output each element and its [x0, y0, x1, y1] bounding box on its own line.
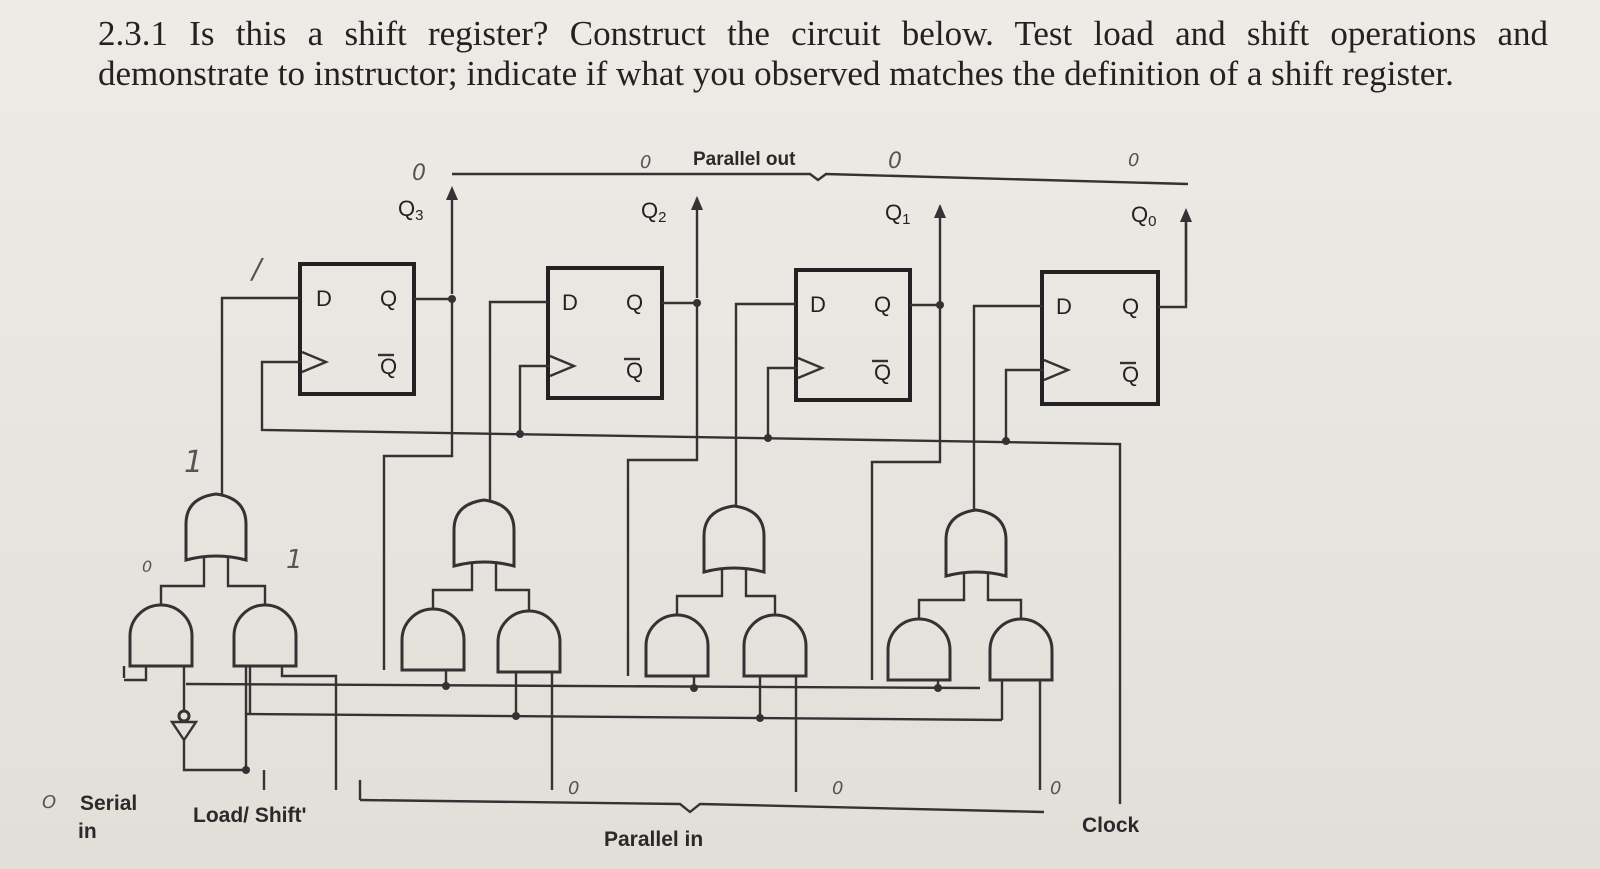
or-gate-0: [944, 508, 1008, 578]
svg-text:Q1: Q1: [885, 200, 910, 228]
svg-text:Q: Q: [380, 354, 397, 379]
clock-label: Clock: [1082, 814, 1140, 837]
heading-line-2: demonstrate to instructor; indicate if w…: [98, 54, 1454, 93]
svg-text:D: D: [810, 292, 826, 317]
svg-text:D: D: [1056, 294, 1072, 319]
svg-text:Q: Q: [626, 358, 643, 383]
q-feed-wires: [414, 222, 1188, 309]
and-gate-2b: [496, 609, 562, 674]
and-to-or-wires: [159, 556, 1023, 619]
or-gate-2: [452, 498, 516, 568]
svg-text:D: D: [316, 286, 332, 311]
and-gate-0b: [988, 617, 1054, 682]
and-gate-2a: [400, 607, 466, 672]
and-gate-1a: [644, 613, 710, 678]
svg-text:D: D: [562, 290, 578, 315]
and-gate-3a: [128, 603, 194, 668]
handwritten-out1: 0: [888, 149, 902, 174]
svg-text:Q: Q: [874, 360, 891, 385]
svg-text:Q: Q: [1122, 362, 1139, 387]
serial-in-wire: [124, 666, 148, 682]
output-arrows: [446, 186, 1192, 302]
flip-flop-2: D Q Q: [546, 266, 664, 400]
serial-mark: O: [42, 792, 56, 813]
q1-output-label: Q1: [885, 200, 910, 228]
parallel-input-wires: [280, 666, 1042, 792]
shift-path-wires: [382, 299, 942, 680]
parallel-out-brace: [452, 172, 1189, 186]
flip-flop-1: D Q Q: [794, 268, 912, 402]
flip-flop-3: D Q Q: [298, 262, 416, 396]
and-gate-0a: [886, 617, 952, 682]
parallel-out-label: Parallel out: [693, 149, 796, 170]
serial-in-label-1: Serial: [80, 792, 137, 815]
handwritten-out2: 0: [640, 152, 651, 173]
handwritten-in3: 0: [568, 778, 579, 799]
and-gate-1b: [742, 613, 808, 678]
parallel-in-label: Parallel in: [604, 828, 703, 851]
load-shift-label: Load/ Shift': [193, 804, 306, 827]
and-gate-3b: [232, 603, 298, 668]
q0-output-label: Q0: [1131, 202, 1156, 230]
svg-text:Q3: Q3: [398, 196, 423, 224]
handwritten-stray-3: 1: [286, 545, 303, 575]
handwritten-out0: 0: [1128, 150, 1139, 171]
handwritten-stray-2: 1: [184, 445, 203, 480]
control-lines: [122, 666, 1004, 790]
handwritten-stray-1: /: [249, 252, 264, 285]
q2-output-label: Q2: [641, 198, 666, 226]
or-gate-1: [702, 504, 766, 574]
serial-in-label-2: in: [78, 820, 97, 843]
svg-text:Q: Q: [380, 286, 397, 311]
q3-output-label: Q3: [398, 196, 423, 224]
heading-line-1: 2.3.1 Is this a shift register? Construc…: [98, 14, 1548, 53]
parallel-in-brace: [359, 798, 1045, 814]
handwritten-in1: 0: [1050, 778, 1061, 799]
svg-text:Q: Q: [626, 290, 643, 315]
svg-text:Q: Q: [874, 292, 891, 317]
or-to-d-wires: [220, 296, 1042, 510]
svg-text:Q2: Q2: [641, 198, 666, 226]
svg-text:Q: Q: [1122, 294, 1139, 319]
or-gate-3: [184, 492, 248, 562]
exercise-heading: 2.3.1 Is this a shift register? Construc…: [98, 14, 1548, 94]
clock-wiring: [260, 360, 1122, 804]
flip-flop-0: D Q Q: [1040, 270, 1160, 406]
handwritten-in0: 0: [142, 557, 152, 576]
svg-text:Q0: Q0: [1131, 202, 1156, 230]
handwritten-in2: 0: [832, 778, 843, 799]
handwritten-out3: 0: [412, 161, 426, 186]
